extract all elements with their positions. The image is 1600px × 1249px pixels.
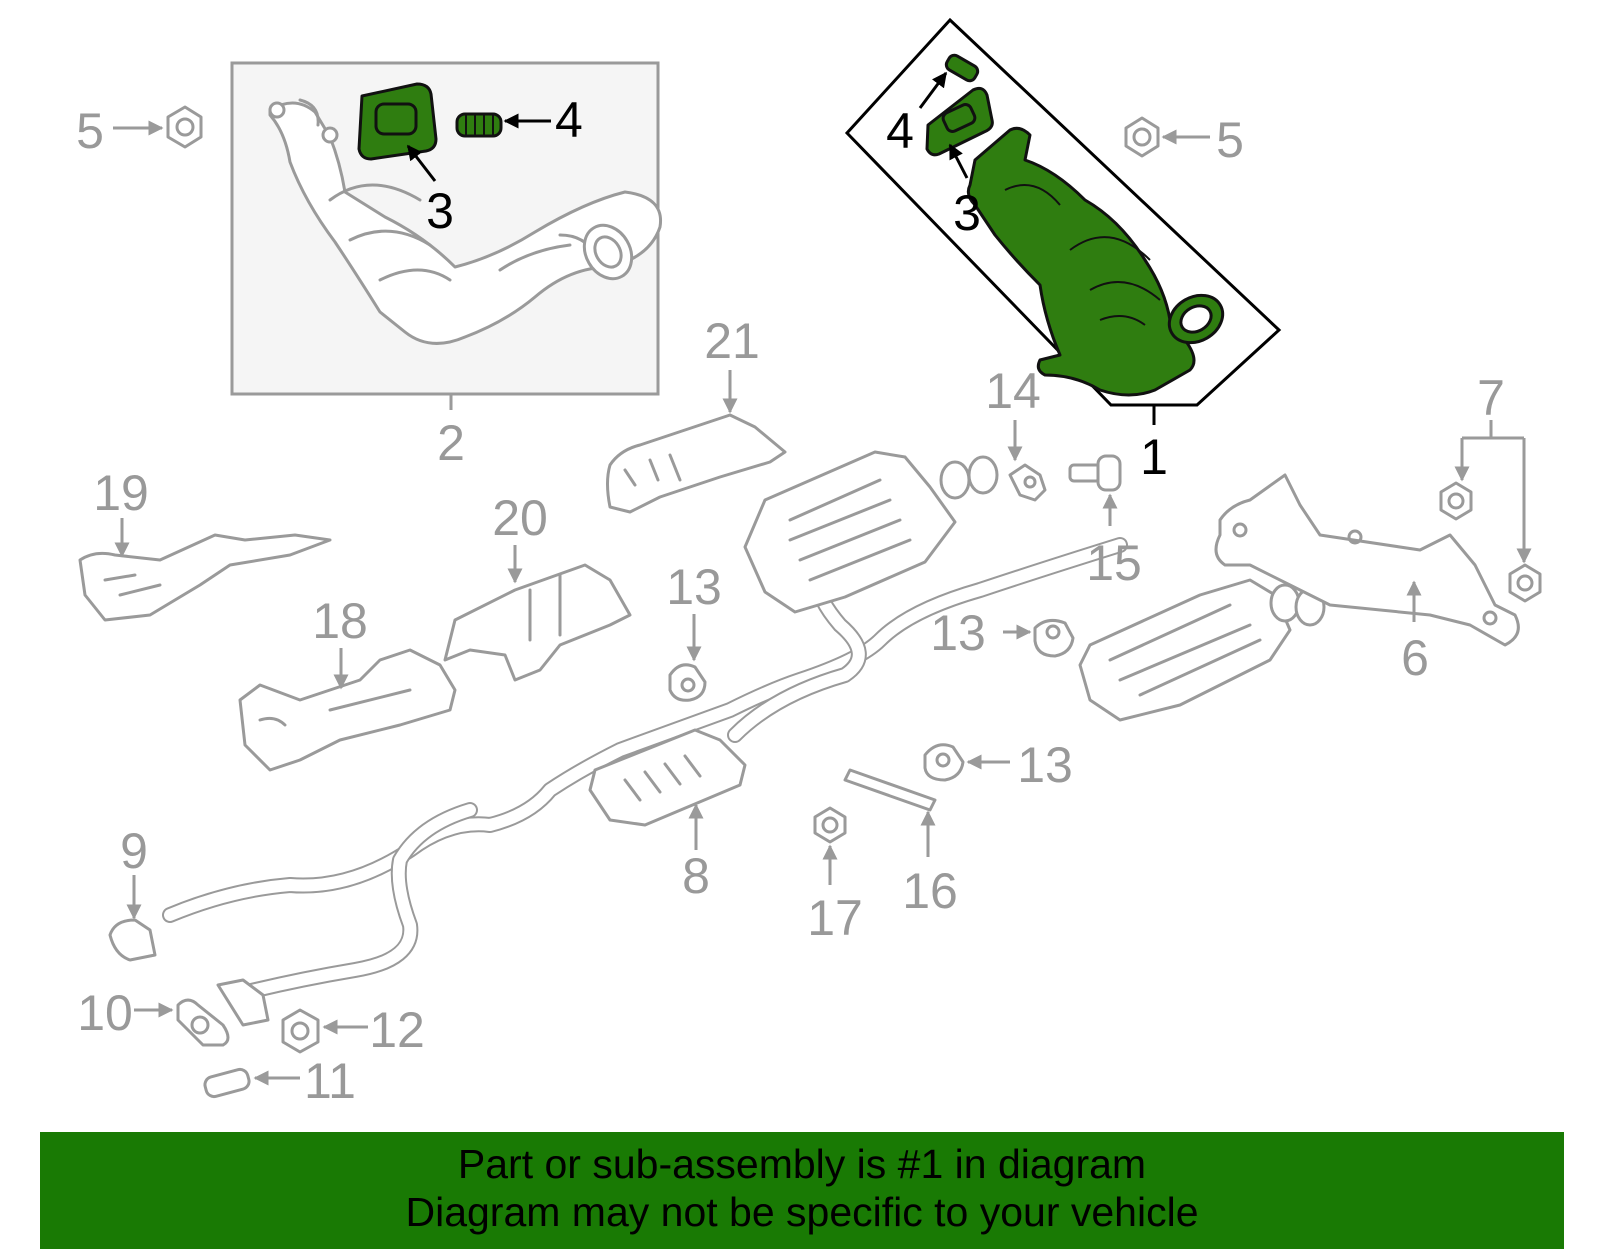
callout-13-b: 13 [930,605,986,661]
front-pipe-flange[interactable] [216,978,270,1027]
callout-15: 15 [1086,535,1142,591]
exhaust-parts-diagram: 2 4 3 5 4 3 1 5 [76,17,1542,1109]
part-4-stud-left[interactable] [455,112,503,138]
callout-10: 10 [77,985,133,1041]
part-10-gasket[interactable] [176,998,230,1047]
callout-1: 1 [1140,429,1168,485]
disclaimer-banner: Part or sub-assembly is #1 in diagram Di… [40,1132,1564,1249]
part-16-strap[interactable] [843,768,937,812]
callout-12: 12 [369,1002,425,1058]
banner-line-1: Part or sub-assembly is #1 in diagram [457,1141,1147,1187]
part-13-hanger-b[interactable] [1033,618,1075,658]
callout-13-a: 13 [666,559,722,615]
callout-4-right: 4 [886,103,914,159]
callout-20: 20 [492,490,548,546]
part-5-nut-right[interactable] [1124,116,1160,158]
part-14-bracket[interactable] [1008,463,1047,502]
part-18-heat-shield[interactable] [238,648,457,772]
part-21-heat-shield[interactable] [606,413,787,514]
part-5-nut-left[interactable] [166,105,203,149]
callout-5-left: 5 [76,103,104,159]
rear-muffler-right[interactable] [1078,578,1326,722]
part-17-nut[interactable] [813,806,847,844]
part-11-stud[interactable] [203,1067,251,1099]
callout-9: 9 [120,823,148,879]
part-2-catalytic-converter[interactable] [268,98,663,345]
part-13-hanger-a[interactable] [668,663,707,702]
callout-19: 19 [93,465,149,521]
part-8-resonator[interactable] [588,728,747,827]
callout-16: 16 [902,863,958,919]
callout-17: 17 [807,890,863,946]
part-20-heat-shield[interactable] [443,563,632,682]
callout-8: 8 [682,848,710,904]
callout-3-right: 3 [953,185,981,241]
callout-21: 21 [704,313,760,369]
callout-11: 11 [304,1053,356,1109]
part-9-clamp[interactable] [108,918,157,962]
exhaust-pipe-assembly[interactable] [162,537,1128,1003]
callout-13-c: 13 [1017,737,1073,793]
part-1-catalytic-converter[interactable] [966,126,1231,397]
part-15-bolt[interactable] [1068,454,1122,492]
part-7-nut-b[interactable] [1508,563,1542,603]
callout-4-left: 4 [555,92,583,148]
callout-5-right: 5 [1216,112,1244,168]
part-19-heat-shield[interactable] [78,533,332,622]
callout-2: 2 [437,415,465,471]
callout-18: 18 [312,593,368,649]
banner-line-2: Diagram may not be specific to your vehi… [405,1189,1199,1235]
rear-muffler-left[interactable] [743,450,999,614]
part-6-bracket[interactable] [1214,473,1520,647]
part-12-nut[interactable] [281,1008,320,1054]
callout-6: 6 [1401,630,1429,686]
part-4-stud-right[interactable] [944,53,980,83]
part-3-gasket-right[interactable] [925,86,994,157]
part-3-gasket-left[interactable] [357,82,438,161]
callout-3-left: 3 [426,183,454,239]
part-13-hanger-c[interactable] [923,743,965,782]
callout-7: 7 [1477,370,1505,426]
part-7-nut-a[interactable] [1439,481,1473,521]
callout-14: 14 [985,363,1041,419]
